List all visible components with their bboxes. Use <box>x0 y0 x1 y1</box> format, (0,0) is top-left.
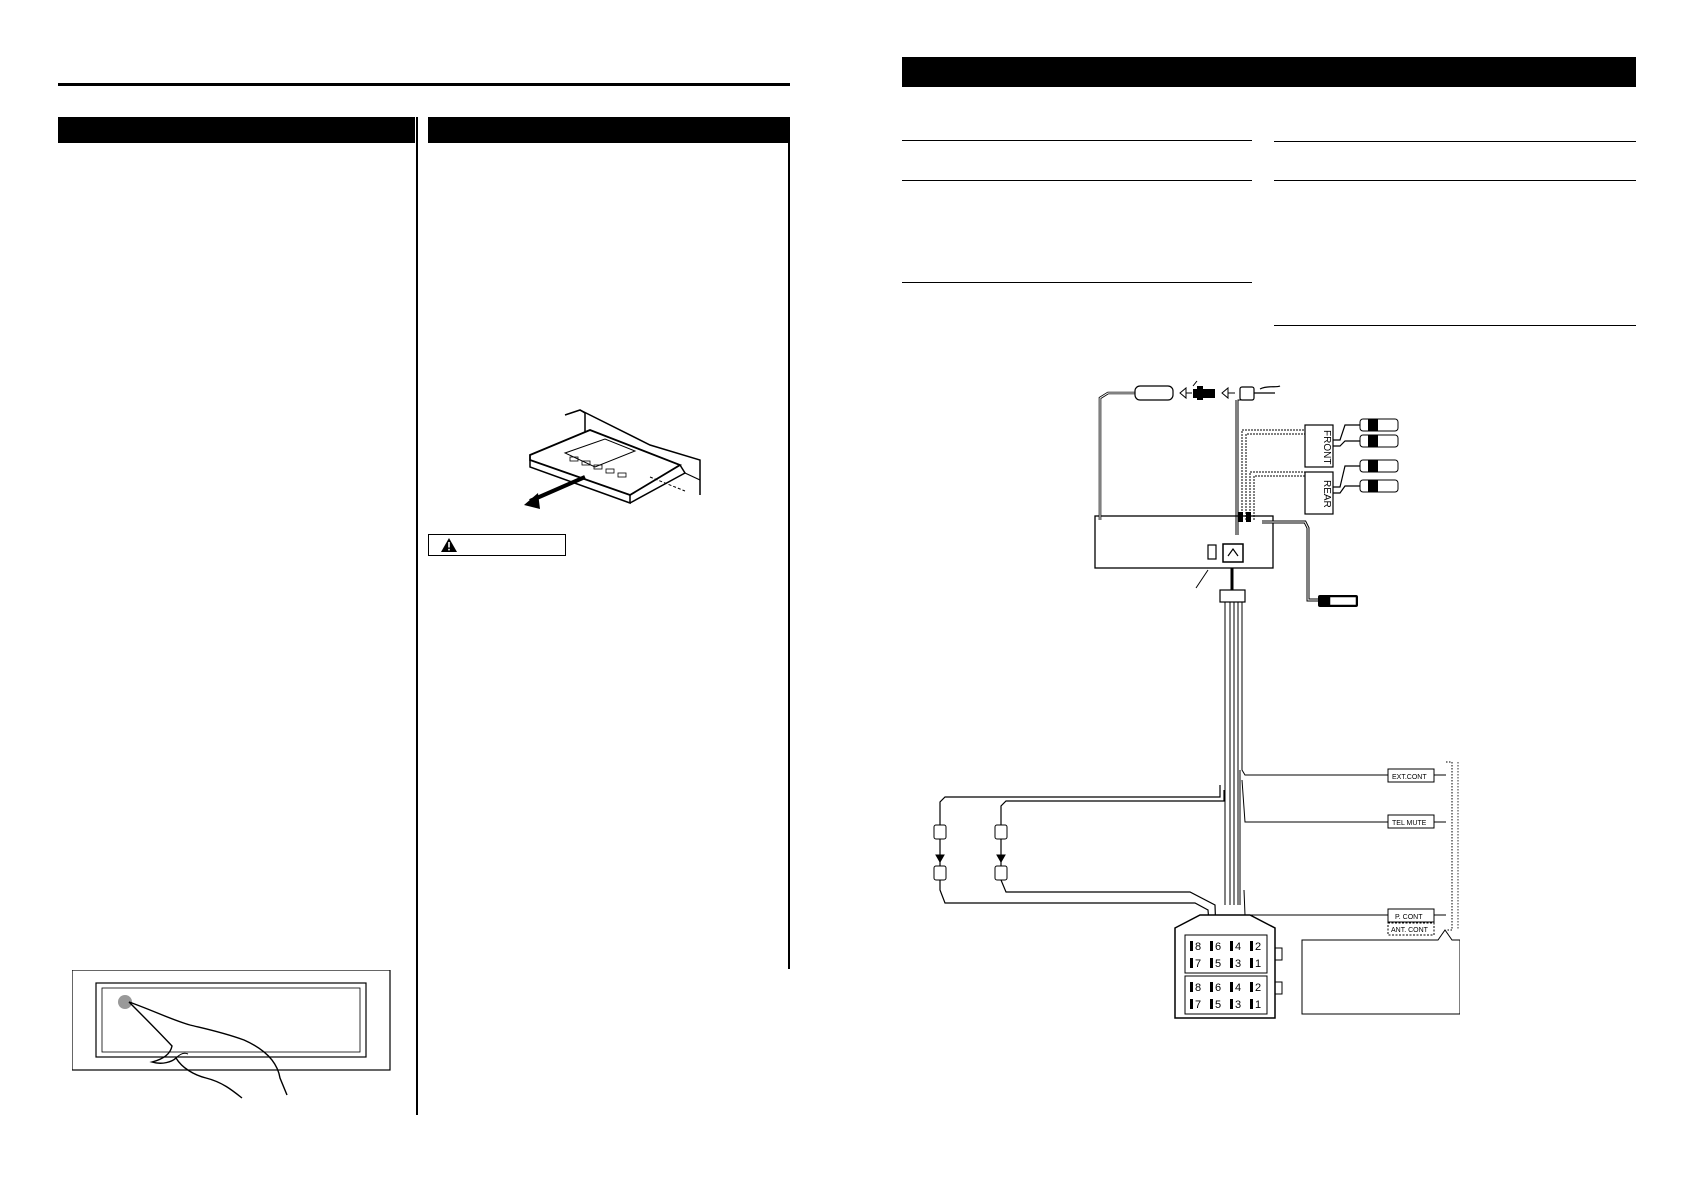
iso-pin-b-bottom-1: 7 <box>1195 999 1201 1011</box>
middle-section-header-bar <box>428 117 790 143</box>
right-rule-2c <box>1274 325 1636 326</box>
iso-pin-a-top-3: 4 <box>1235 941 1241 953</box>
pre-out-jack-1 <box>1238 512 1243 522</box>
reset-button-dot <box>118 995 132 1009</box>
iso-connector-block <box>1174 914 1283 1019</box>
antenna-jack <box>1134 385 1174 401</box>
iso-socket <box>1222 543 1244 563</box>
antenna-plug <box>1239 386 1255 401</box>
right-rule-1c <box>902 282 1252 283</box>
iso-pin-a-top-1: 8 <box>1195 941 1201 953</box>
iso-pin-markers <box>1190 941 1253 1009</box>
iso-pin-a-top-2: 6 <box>1215 941 1221 953</box>
p-cont-label: P. CONT <box>1395 914 1423 921</box>
iso-pin-b-bottom-3: 3 <box>1235 999 1241 1011</box>
front-plug-label: FRONT <box>1321 430 1332 464</box>
ext-cont-label: EXT.CONT <box>1392 774 1427 781</box>
wiring-diagram: FRONT REAR <box>933 380 1460 1019</box>
tel-mute-label: TEL MUTE <box>1392 820 1427 827</box>
right-rule-2b <box>1274 180 1636 181</box>
fuse-socket <box>1207 544 1217 560</box>
middle-column-divider <box>788 117 790 969</box>
left-column-divider <box>416 117 418 1115</box>
left-page-top-rule <box>58 83 790 86</box>
right-rule-1a <box>902 140 1252 141</box>
ant-cont-box <box>1387 922 1435 936</box>
iso-pin-a-bottom-3: 3 <box>1235 958 1241 970</box>
warning-box <box>428 534 566 556</box>
pre-out-jack-2 <box>1246 512 1251 522</box>
speaker-connector-left-2 <box>994 824 1008 881</box>
faceplate-removal-illustration <box>524 409 701 509</box>
iso-pin-b-top-2: 6 <box>1215 982 1221 994</box>
front-plug-box <box>1304 424 1334 468</box>
iso-pin-b-bottom-4: 1 <box>1255 999 1261 1011</box>
iso-pin-b-top-3: 4 <box>1235 982 1241 994</box>
rear-plug-label: REAR <box>1321 480 1332 508</box>
speaker-connector-left-1 <box>933 824 947 881</box>
right-rule-1b <box>902 180 1252 181</box>
iso-pin-b-top-4: 2 <box>1255 982 1261 994</box>
rear-plug-box <box>1304 471 1334 515</box>
iso-pin-a-bottom-1: 7 <box>1195 958 1201 970</box>
left-section-header-bar <box>58 117 415 143</box>
head-unit-rear <box>1094 515 1274 569</box>
harness-plug <box>1219 589 1246 603</box>
iso-pin-a-bottom-4: 1 <box>1255 958 1261 970</box>
warning-triangle-icon <box>441 538 457 552</box>
reset-button-illustration <box>72 970 391 1099</box>
right-page-header-bar <box>902 57 1636 87</box>
iso-pin-a-top-4: 2 <box>1255 941 1261 953</box>
iso-pin-b-top-1: 8 <box>1195 982 1201 994</box>
callout-box <box>1301 929 1460 1015</box>
antenna-adapter <box>1193 389 1215 398</box>
right-rule-2a <box>1274 141 1636 142</box>
iso-pin-b-bottom-2: 5 <box>1215 999 1221 1011</box>
ant-cont-label: ANT. CONT <box>1391 927 1429 934</box>
iso-pin-a-bottom-2: 5 <box>1215 958 1221 970</box>
